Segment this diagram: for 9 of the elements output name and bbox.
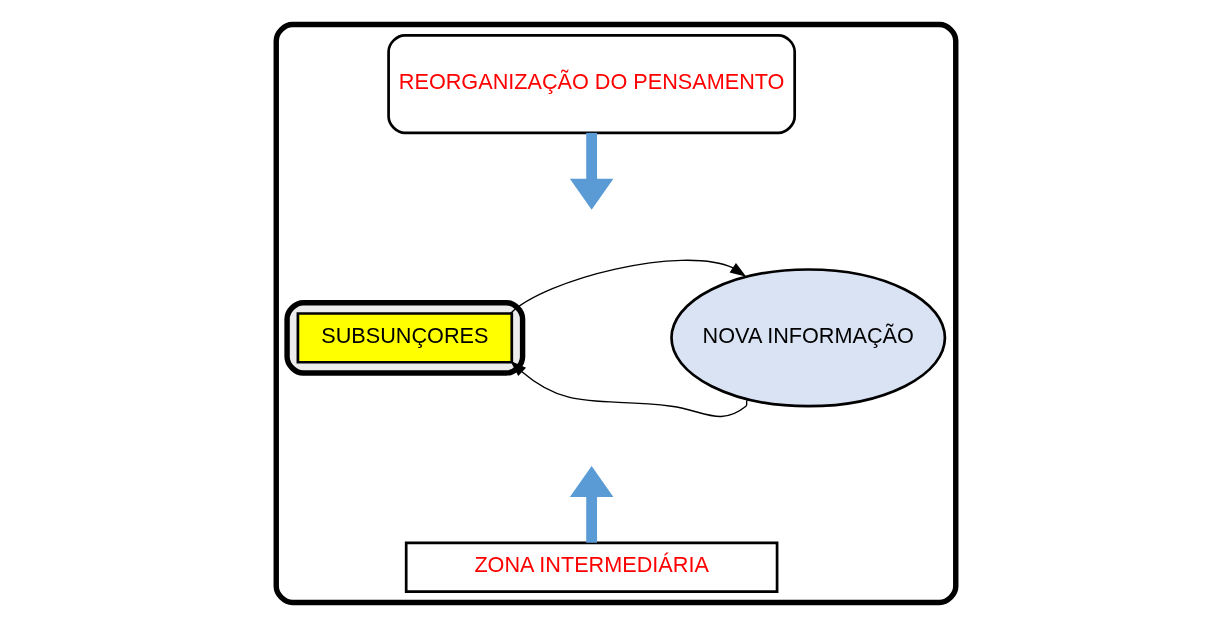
arrow xyxy=(569,132,613,210)
node-ellipse: NOVA INFORMAÇÃO xyxy=(669,268,946,408)
arrow xyxy=(509,259,746,315)
node-box: ZONA INTERMEDIÁRIA xyxy=(404,541,778,594)
arrow xyxy=(509,360,748,418)
node-box: SUBSUNÇORES xyxy=(296,312,513,364)
cluster xyxy=(273,21,958,606)
node-box: REORGANIZAÇÃO DO PENSAMENTO xyxy=(386,33,796,135)
arrow xyxy=(569,465,613,543)
